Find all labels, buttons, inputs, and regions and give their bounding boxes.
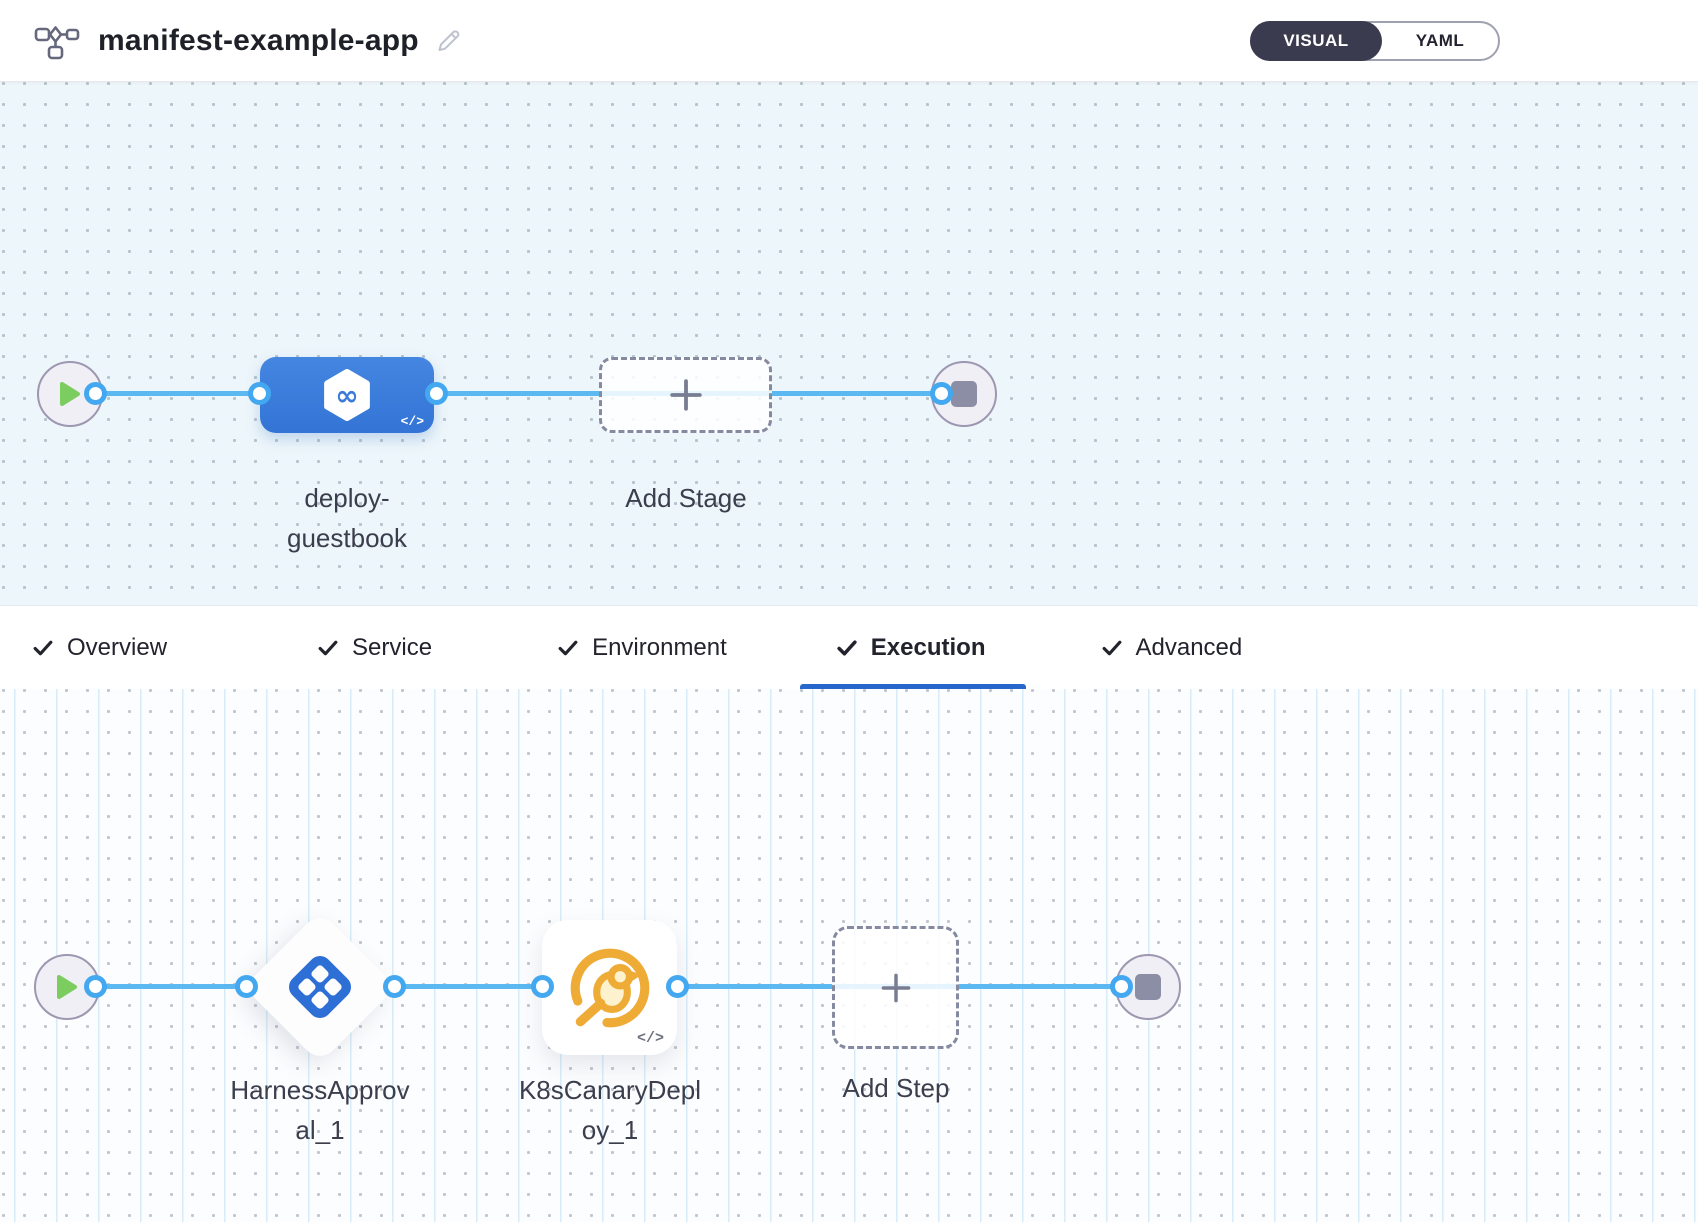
check-icon (837, 639, 857, 656)
tab-environment[interactable]: Environment (557, 606, 727, 689)
canary-bird-icon (570, 948, 649, 1027)
check-icon (558, 640, 578, 655)
stop-icon (951, 381, 977, 407)
tab-execution[interactable]: Execution (799, 606, 1026, 689)
check-icon (33, 640, 53, 655)
harness-approval-icon (288, 955, 352, 1019)
connector-port (84, 382, 107, 405)
toggle-visual-button[interactable]: VISUAL (1250, 20, 1382, 61)
tab-service[interactable]: Service (317, 606, 432, 689)
add-step-button[interactable] (832, 926, 959, 1049)
add-stage-button[interactable] (599, 357, 772, 433)
step-label-k8s-canary: K8sCanaryDeploy_1 (518, 1075, 702, 1145)
check-icon (318, 640, 338, 655)
step-node-harness-approval[interactable] (243, 910, 397, 1064)
play-icon (60, 382, 80, 406)
tab-label: Execution (870, 633, 986, 661)
pipeline-graph-icon (34, 25, 80, 59)
connector-port (383, 975, 406, 998)
connector-port (666, 975, 689, 998)
toggle-yaml-button[interactable]: YAML (1382, 31, 1498, 51)
svg-text:∞: ∞ (335, 379, 358, 412)
pipeline-header: manifest-example-app VISUAL YAML (0, 0, 1698, 82)
connector-port (84, 975, 107, 998)
visual-yaml-toggle: VISUAL YAML (1250, 20, 1500, 61)
stage-canvas: ∞ </> deploy-guestbook Add Stage (0, 82, 1698, 605)
connector-port (425, 382, 448, 405)
connector-port (531, 975, 554, 998)
page-title: manifest-example-app (98, 23, 419, 57)
plus-icon (669, 379, 702, 411)
tab-advanced[interactable]: Advanced (1101, 606, 1243, 689)
check-icon (1102, 640, 1121, 655)
stage-config-tabbar: Overview Service Environment Execution A… (0, 605, 1698, 689)
execution-canvas: </> HarnessApproval_1 K8sCanaryDeploy_1 … (0, 689, 1698, 1222)
play-icon (57, 975, 77, 999)
edit-pipeline-name-button[interactable] (435, 27, 462, 54)
code-view-badge[interactable]: </> (636, 1030, 664, 1047)
tab-label: Environment (592, 633, 727, 661)
connector-port (930, 382, 953, 405)
connector-port (248, 382, 271, 405)
tab-label: Advanced (1135, 633, 1243, 661)
stage-connector-line (70, 391, 964, 396)
active-tab-underline (799, 684, 1026, 689)
add-step-label: Add Step (842, 1073, 950, 1103)
step-node-k8s-canary-deploy[interactable]: </> (542, 920, 677, 1055)
step-label-harness-approval: HarnessApproval_1 (230, 1075, 410, 1145)
tab-overview[interactable]: Overview (32, 606, 167, 689)
cd-infinity-hexagon-icon: ∞ (324, 369, 370, 421)
tab-label: Overview (67, 633, 168, 661)
stage-label: deploy-guestbook (287, 483, 407, 553)
connector-port (1110, 975, 1133, 998)
code-view-badge[interactable]: </> (400, 414, 424, 429)
connector-port (235, 975, 258, 998)
add-stage-label: Add Stage (625, 483, 747, 513)
plus-icon (881, 973, 910, 1002)
tab-label: Service (352, 633, 433, 661)
stop-icon (1135, 974, 1161, 1000)
stage-node-deploy-guestbook[interactable]: ∞ </> (260, 357, 434, 433)
pencil-icon (438, 30, 460, 51)
